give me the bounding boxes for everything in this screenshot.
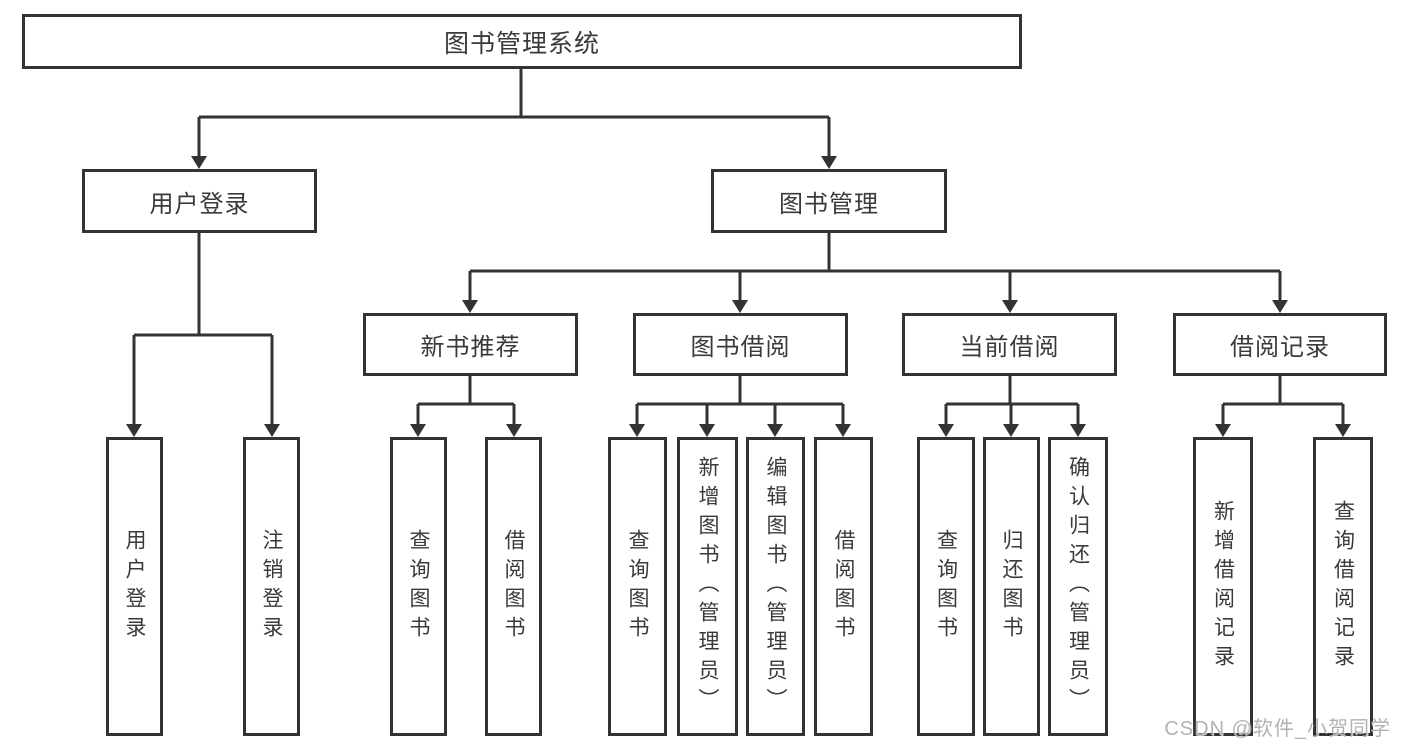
- node-book-borrow: 图书借阅: [633, 313, 848, 376]
- leaf-confirm-return-admin: 确认归还（管理员）: [1048, 437, 1108, 736]
- leaf-label: 编辑图书（管理员）: [764, 456, 787, 717]
- node-label: 借阅记录: [1230, 334, 1330, 361]
- leaf-query-books-recommend: 查询图书: [390, 437, 447, 736]
- node-label: 图书管理: [779, 190, 879, 218]
- leaf-edit-book-admin: 编辑图书（管理员）: [746, 437, 805, 736]
- arrowheads: [126, 156, 1351, 437]
- node-label: 新书推荐: [420, 334, 521, 361]
- node-book-management: 图书管理: [711, 169, 947, 233]
- node-current-borrow: 当前借阅: [902, 313, 1117, 376]
- leaf-user-login: 用户登录: [106, 437, 163, 736]
- leaf-logout: 注销登录: [243, 437, 300, 736]
- node-borrow-records: 借阅记录: [1173, 313, 1387, 376]
- leaf-label: 查询图书: [407, 528, 430, 645]
- leaf-label: 新增借阅记录: [1211, 499, 1235, 674]
- node-library-management-system: 图书管理系统: [22, 14, 1022, 69]
- leaf-borrow-books-borrow: 借阅图书: [814, 437, 873, 736]
- leaf-label: 查询借阅记录: [1331, 499, 1355, 674]
- leaf-add-borrow-record: 新增借阅记录: [1193, 437, 1253, 736]
- leaf-label: 查询图书: [934, 528, 958, 645]
- leaf-return-book: 归还图书: [983, 437, 1040, 736]
- leaf-label: 借阅图书: [832, 528, 855, 645]
- leaf-label: 新增图书（管理员）: [696, 456, 719, 717]
- leaf-query-books-borrow: 查询图书: [608, 437, 667, 736]
- node-label: 当前借阅: [959, 334, 1060, 361]
- leaf-label: 注销登录: [260, 528, 283, 645]
- leaf-borrow-books-recommend: 借阅图书: [485, 437, 542, 736]
- leaf-add-book-admin: 新增图书（管理员）: [677, 437, 738, 736]
- leaf-label: 借阅图书: [502, 528, 525, 645]
- leaf-label: 查询图书: [626, 528, 649, 645]
- node-new-book-recommend: 新书推荐: [363, 313, 578, 376]
- leaf-label: 归还图书: [1000, 528, 1023, 645]
- leaf-query-books-current: 查询图书: [917, 437, 975, 736]
- node-label: 用户登录: [149, 190, 250, 218]
- leaf-label: 确认归还（管理员）: [1066, 456, 1090, 717]
- leaf-label: 用户登录: [123, 528, 146, 645]
- node-label: 图书借阅: [690, 334, 791, 361]
- node-user-login: 用户登录: [82, 169, 317, 233]
- leaf-query-borrow-record: 查询借阅记录: [1313, 437, 1373, 736]
- node-label: 图书管理系统: [443, 29, 600, 58]
